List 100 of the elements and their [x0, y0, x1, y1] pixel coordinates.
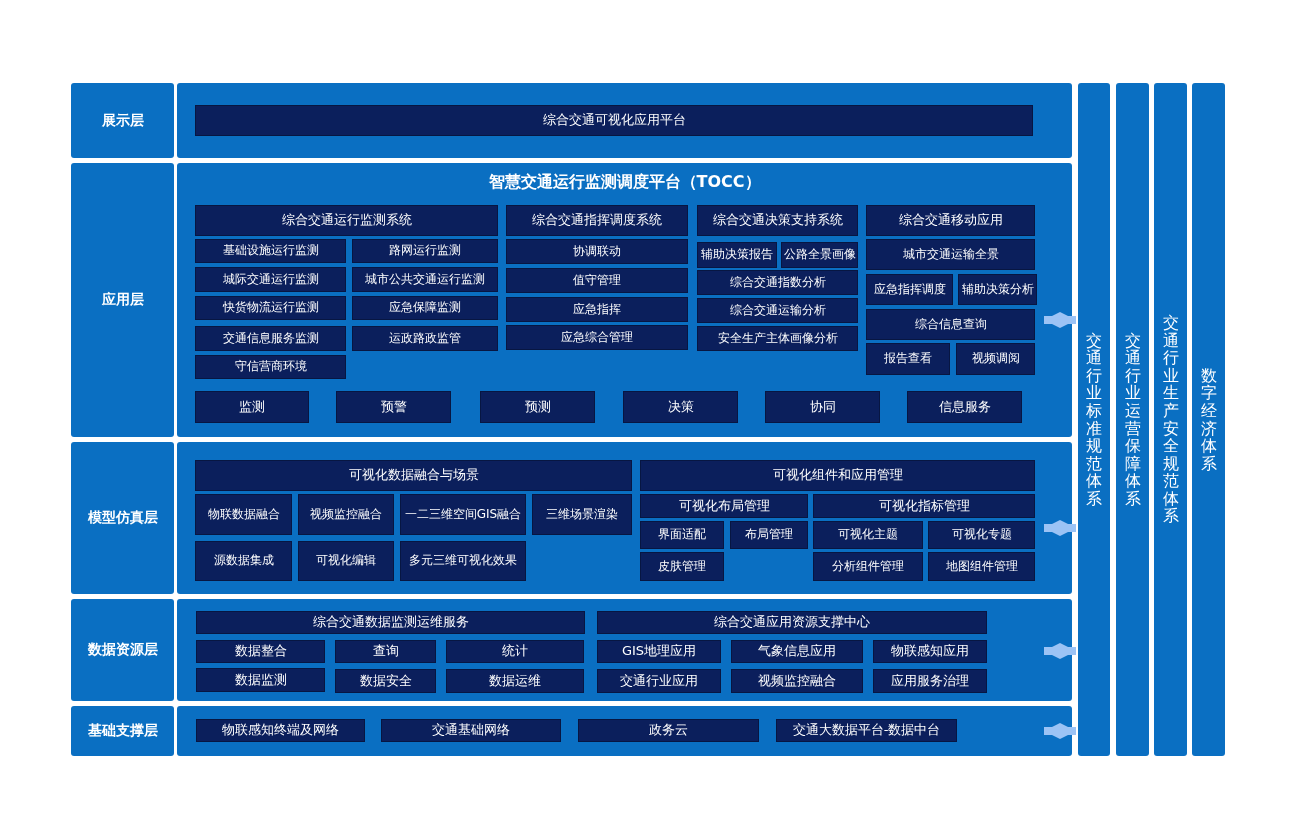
- module-name: 三维场景渲染: [546, 507, 618, 522]
- module-name: 应急指挥: [573, 302, 621, 317]
- module-box: [506, 325, 688, 350]
- module-name: 协同: [809, 399, 836, 415]
- module-name: 安全生产主体画像分析: [717, 331, 838, 346]
- module-name: 布局管理: [745, 528, 793, 542]
- module-name: 辅助决策分析: [961, 282, 1034, 297]
- module-name: 路网运行监测: [389, 244, 461, 258]
- vertical-bar: [1192, 83, 1225, 756]
- module-name: 交通基础网络: [432, 723, 510, 738]
- module-box: [640, 552, 724, 581]
- module-name: 可视化布局管理: [678, 498, 770, 514]
- double-arrow: [1044, 312, 1076, 328]
- module-box: [298, 541, 394, 581]
- module-name: 值守管理: [573, 273, 621, 288]
- module-name: 多元三维可视化效果: [409, 554, 517, 568]
- module-box: [813, 494, 1035, 518]
- layer-name: 数据资源层: [87, 641, 158, 659]
- module-box: [336, 391, 451, 423]
- module-name: 应用服务治理: [891, 673, 969, 689]
- layer-panel: [177, 83, 1072, 158]
- module-name: 可视化编辑: [316, 554, 376, 568]
- module-name: 预警: [380, 399, 407, 415]
- module-box: [400, 541, 526, 581]
- module-box: [697, 326, 858, 351]
- module-name: 协调联动: [573, 244, 621, 259]
- module-box: [866, 239, 1035, 270]
- module-name: 综合交通可视化应用平台: [542, 113, 686, 128]
- module-box: [597, 611, 987, 634]
- vertical-bar: [1154, 83, 1187, 756]
- module-name: 分析组件管理: [832, 559, 904, 574]
- module-box: [578, 719, 759, 742]
- system-name: 交通行业生产安全规范体系: [1162, 313, 1179, 526]
- module-name: 综合交通数据监测运维服务: [312, 615, 469, 630]
- module-name: 统计: [502, 644, 528, 659]
- system-name: 交通行业运营保障体系: [1124, 331, 1141, 508]
- system-name: 数字经济体系: [1200, 366, 1217, 473]
- module-box: [352, 326, 498, 351]
- module-name: 可视化主题: [838, 528, 898, 542]
- layer-label: [71, 706, 174, 756]
- module-name: 交通行业应用: [620, 673, 698, 689]
- module-box: [873, 640, 987, 663]
- double-arrow: [1044, 520, 1076, 536]
- module-name: 数据安全: [359, 673, 412, 689]
- module-box: [928, 552, 1035, 581]
- module-name: 一二三维空间GIS融合: [404, 507, 522, 522]
- module-name: 可视化指标管理: [878, 498, 970, 514]
- module-name: 可视化专题: [951, 528, 1012, 542]
- module-box: [195, 205, 498, 236]
- module-box: [196, 668, 325, 692]
- module-box: [697, 205, 858, 236]
- module-name: 应急指挥调度: [873, 282, 946, 297]
- module-box: [597, 640, 721, 663]
- module-box: [781, 242, 858, 268]
- layer-label: [71, 599, 174, 701]
- module-box: [298, 494, 394, 535]
- module-name: 查询: [372, 644, 399, 659]
- module-name: 视频监控融合: [758, 673, 836, 689]
- module-box: [640, 460, 1035, 491]
- module-box: [480, 391, 595, 423]
- module-name: 综合交通应用资源支撑中心: [714, 615, 870, 630]
- module-name: 数据监测: [234, 672, 287, 688]
- module-name: 交通信息服务监测: [222, 331, 319, 346]
- module-box: [907, 391, 1022, 423]
- module-name: 基础设施运行监测: [222, 244, 319, 258]
- module-box: [196, 719, 365, 742]
- module-box: [956, 343, 1035, 375]
- module-box: [195, 355, 346, 379]
- layer-panel: [177, 163, 1072, 437]
- layer-panel: [177, 442, 1072, 594]
- vertical-bar: [1078, 83, 1110, 756]
- layer-label: [71, 442, 174, 594]
- module-name: 数据运维: [489, 673, 541, 689]
- module-name: 物联感知应用: [891, 644, 969, 659]
- module-name: 预测: [524, 399, 551, 415]
- double-arrow: [1044, 723, 1076, 739]
- layer-panel: [177, 706, 1072, 756]
- module-name: 综合交通决策支持系统: [712, 213, 843, 228]
- module-name: 运政路政监管: [389, 331, 461, 346]
- module-name: 视频调阅: [971, 352, 1020, 366]
- module-name: 综合交通运行监测系统: [281, 213, 412, 228]
- module-box: [731, 640, 863, 663]
- system-name: 交通行业标准规范体系: [1086, 331, 1102, 508]
- module-box: [335, 640, 436, 663]
- module-name: 综合交通指挥调度系统: [532, 213, 662, 228]
- module-name: 数据整合: [234, 644, 287, 659]
- platform-title: 智慧交通运行监测调度平台（TOCC）: [487, 172, 762, 193]
- module-name: 应急综合管理: [561, 330, 633, 345]
- module-box: [866, 205, 1035, 236]
- module-name: 决策: [667, 399, 694, 415]
- module-name: 快货物流运行监测: [222, 301, 319, 315]
- module-box: [352, 239, 498, 263]
- module-box: [381, 719, 561, 742]
- module-name: 交通大数据平台-数据中台: [792, 723, 941, 738]
- layer-label: [71, 163, 174, 437]
- module-name: 界面适配: [658, 528, 706, 542]
- layer-label: [71, 83, 174, 158]
- module-box: [958, 274, 1037, 305]
- module-box: [335, 669, 436, 693]
- module-box: [697, 270, 858, 295]
